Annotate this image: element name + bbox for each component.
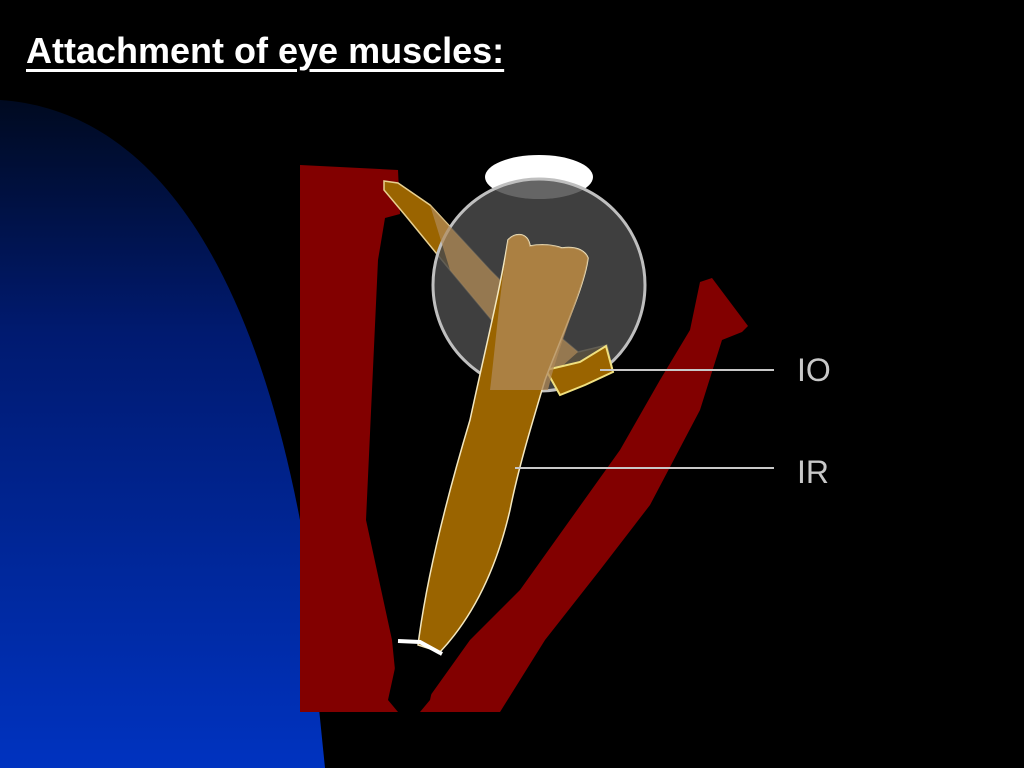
- optic-foramen: [388, 645, 440, 712]
- annulus-tendon-line: [397, 639, 443, 656]
- inferior-oblique-insertion: [544, 344, 615, 397]
- blue-gradient-region: [0, 100, 325, 768]
- ir-label: IR: [797, 454, 829, 490]
- io-label: IO: [797, 352, 831, 388]
- orbit-wall: [300, 165, 748, 712]
- inferior-rectus-overlay: [490, 234, 588, 390]
- slide-title: Attachment of eye muscles:: [26, 30, 505, 71]
